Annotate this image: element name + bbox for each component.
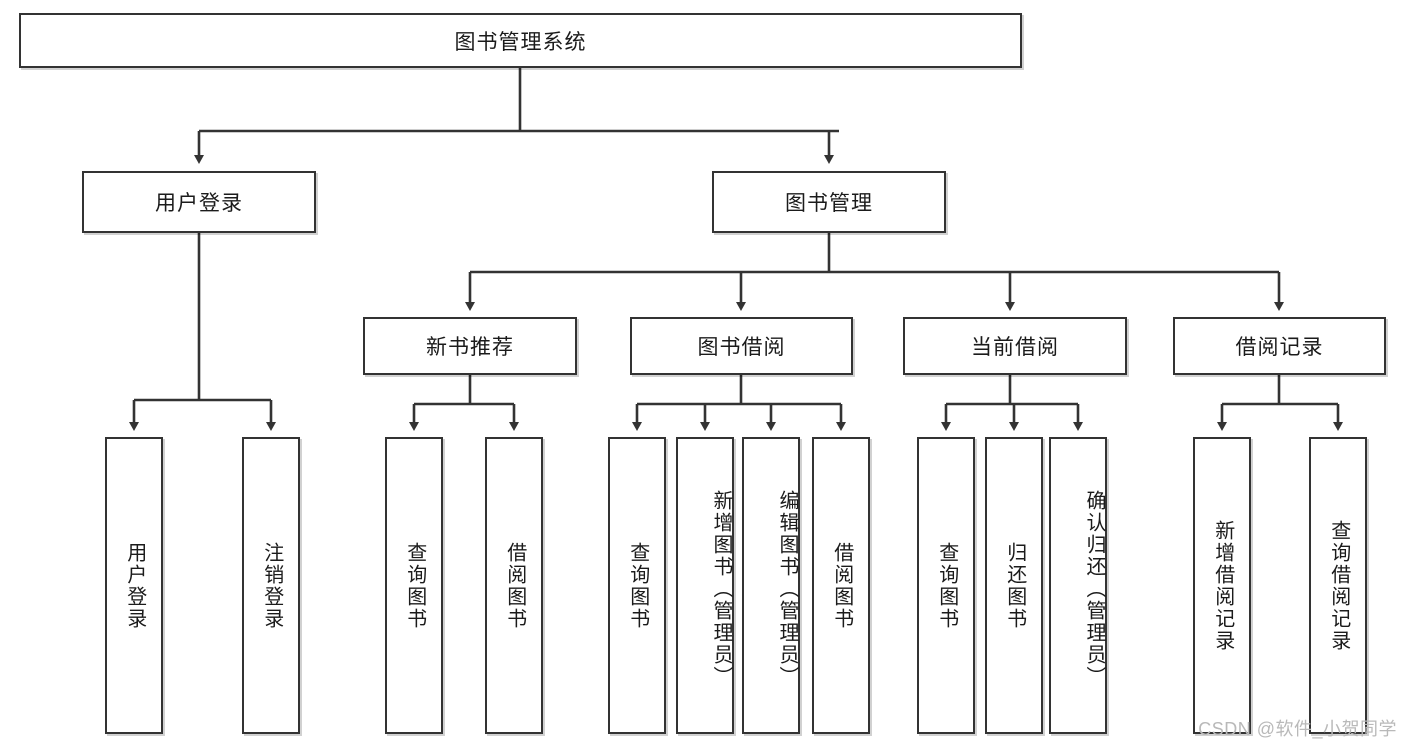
node-leaf-confirm-return[interactable]: 确认归还（管理员） xyxy=(1049,437,1107,734)
node-user-login-label: 用户登录 xyxy=(155,192,243,215)
node-borrow-record[interactable]: 借阅记录 xyxy=(1173,317,1386,375)
node-new-book-rec-label: 新书推荐 xyxy=(426,336,514,359)
node-leaf-query-book-2[interactable]: 查询图书 xyxy=(608,437,666,734)
node-leaf-query-book-1[interactable]: 查询图书 xyxy=(385,437,443,734)
node-book-manage-label: 图书管理 xyxy=(785,192,873,215)
node-leaf-borrow-book-2[interactable]: 借阅图书 xyxy=(812,437,870,734)
node-leaf-query-record[interactable]: 查询借阅记录 xyxy=(1309,437,1367,734)
node-leaf-return-book[interactable]: 归还图书 xyxy=(985,437,1043,734)
node-leaf-query-book-3-label: 查询图书 xyxy=(935,541,958,630)
node-leaf-edit-book-label: 编辑图书（管理员） xyxy=(776,489,798,688)
node-leaf-add-record[interactable]: 新增借阅记录 xyxy=(1193,437,1251,734)
node-book-manage[interactable]: 图书管理 xyxy=(712,171,946,233)
node-book-borrow[interactable]: 图书借阅 xyxy=(630,317,853,375)
node-leaf-logout[interactable]: 注销登录 xyxy=(242,437,300,734)
node-leaf-query-book-3[interactable]: 查询图书 xyxy=(917,437,975,734)
node-root-label: 图书管理系统 xyxy=(454,30,587,54)
node-user-login[interactable]: 用户登录 xyxy=(82,171,316,233)
node-current-borrow-label: 当前借阅 xyxy=(971,336,1059,359)
node-leaf-user-login-label: 用户登录 xyxy=(123,541,146,630)
node-leaf-borrow-book-2-label: 借阅图书 xyxy=(830,541,853,630)
node-leaf-add-book[interactable]: 新增图书（管理员） xyxy=(676,437,734,734)
node-book-borrow-label: 图书借阅 xyxy=(697,336,786,359)
node-current-borrow[interactable]: 当前借阅 xyxy=(903,317,1127,375)
node-leaf-logout-label: 注销登录 xyxy=(260,541,283,630)
node-leaf-borrow-book-1[interactable]: 借阅图书 xyxy=(485,437,543,734)
node-leaf-query-book-1-label: 查询图书 xyxy=(403,541,426,630)
node-leaf-edit-book[interactable]: 编辑图书（管理员） xyxy=(742,437,800,734)
node-leaf-user-login[interactable]: 用户登录 xyxy=(105,437,163,734)
node-leaf-query-book-2-label: 查询图书 xyxy=(626,541,649,630)
node-root[interactable]: 图书管理系统 xyxy=(19,13,1022,68)
node-borrow-record-label: 借阅记录 xyxy=(1235,336,1324,359)
node-leaf-add-record-label: 新增借阅记录 xyxy=(1211,519,1234,652)
node-leaf-confirm-return-label: 确认归还（管理员） xyxy=(1083,489,1105,688)
node-leaf-borrow-book-1-label: 借阅图书 xyxy=(503,541,526,630)
node-leaf-add-book-label: 新增图书（管理员） xyxy=(710,489,732,688)
node-leaf-return-book-label: 归还图书 xyxy=(1003,541,1026,630)
csdn-watermark: CSDN @软件_小贺同学 xyxy=(1198,719,1397,739)
node-new-book-rec[interactable]: 新书推荐 xyxy=(363,317,577,375)
node-leaf-query-record-label: 查询借阅记录 xyxy=(1327,519,1350,652)
